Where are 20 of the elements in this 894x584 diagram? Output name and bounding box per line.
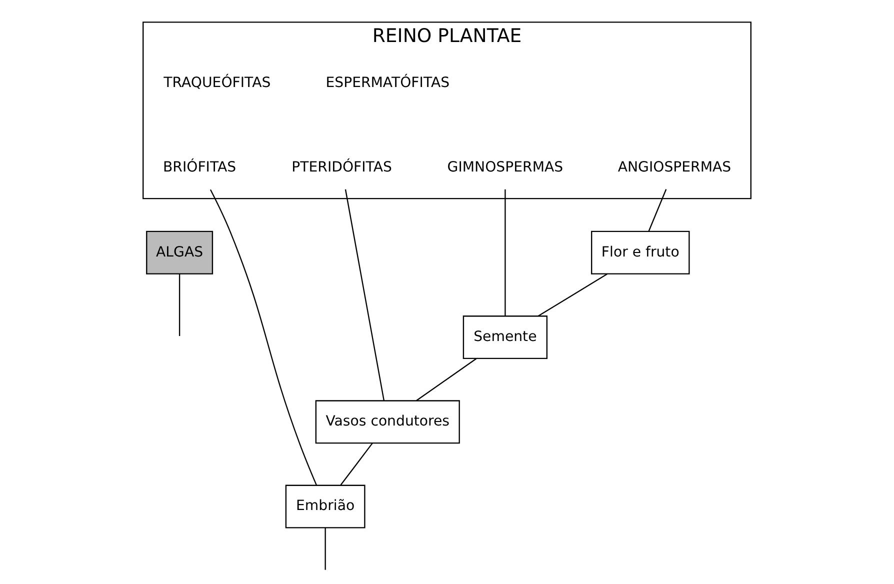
connector [538, 274, 608, 316]
node-box: Semente [462, 316, 548, 359]
connector [210, 189, 318, 486]
connector [178, 274, 180, 336]
node-box: Vasos condutores [315, 400, 460, 444]
node-box: ALGAS [146, 230, 214, 274]
connector [344, 189, 385, 401]
node-box: Flor e fruto [591, 230, 690, 274]
node-text: BRIÓFITAS [162, 160, 236, 176]
label: TRAQUEÓFITAS [164, 74, 271, 91]
node-text: ANGIOSPERMAS [618, 160, 732, 176]
node-text: GIMNOSPERMAS [447, 160, 564, 176]
connector [504, 189, 506, 316]
connector [648, 189, 667, 232]
node-box: Embrião [285, 484, 366, 528]
node-text: PTERIDÓFITAS [292, 160, 392, 176]
connector [416, 358, 477, 402]
label: ESPERMATÓFITAS [326, 74, 450, 91]
connector [324, 528, 326, 570]
connector [340, 442, 373, 486]
